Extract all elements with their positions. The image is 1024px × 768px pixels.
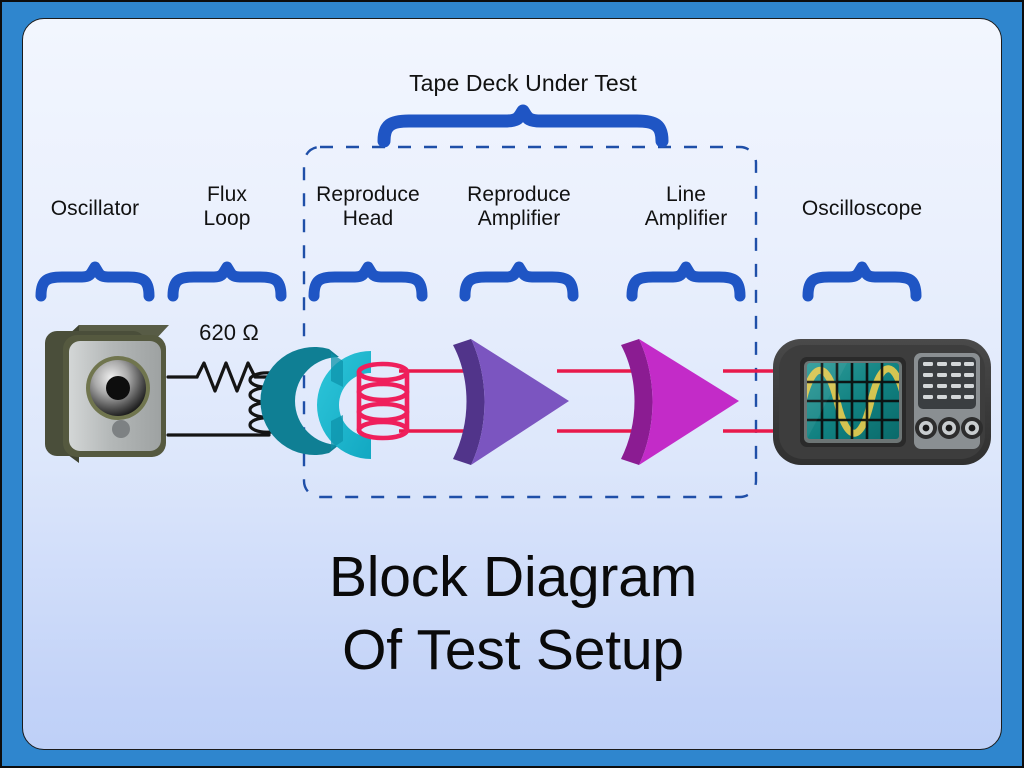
stage-label-line-amplifier: Line Amplifier	[644, 183, 728, 230]
stage-label-flux-loop: Flux Loop	[203, 183, 251, 230]
group-label-tape-deck: Tape Deck Under Test	[409, 70, 637, 96]
tape-deck-brace	[377, 104, 669, 148]
oscillator-small-knob	[112, 420, 130, 438]
brace-line-amplifier	[626, 261, 746, 302]
stage-label-oscillator: Oscillator	[50, 197, 140, 220]
diagram-artwork	[35, 104, 991, 499]
slide-panel: Tape Deck Under Test Oscillator Flux Loo…	[22, 18, 1002, 750]
stage-label-oscilloscope: Oscilloscope	[801, 197, 923, 220]
resistor-value-label: 620 Ω	[199, 320, 259, 345]
stage-label-reproduce-amplifier: Reproduce Amplifier	[467, 183, 571, 230]
stage-label-reproduce-head: Reproduce Head	[316, 183, 420, 230]
tape-deck-boundary-box	[302, 145, 758, 499]
brace-oscilloscope	[802, 261, 922, 302]
diagram-text-layer: Tape Deck Under Test Oscillator Flux Loo…	[23, 19, 1001, 749]
reproduce-head-component	[260, 347, 410, 459]
reproduce-amplifier-component	[453, 339, 569, 465]
oscilloscope-device	[773, 339, 991, 465]
line-amplifier-component	[621, 339, 739, 465]
page-title: Block Diagram Of Test Setup	[328, 545, 697, 682]
oscilloscope-connectors	[915, 417, 983, 439]
brace-oscillator	[35, 261, 155, 302]
oscilloscope-screen-content	[807, 363, 899, 439]
brace-reproduce-amplifier	[459, 261, 579, 302]
brace-flux-loop	[167, 261, 287, 302]
reproduce-head-coil	[356, 361, 410, 441]
brace-reproduce-head	[308, 261, 428, 302]
oscillator-device	[45, 325, 169, 463]
oscilloscope-button-grid	[923, 362, 974, 399]
